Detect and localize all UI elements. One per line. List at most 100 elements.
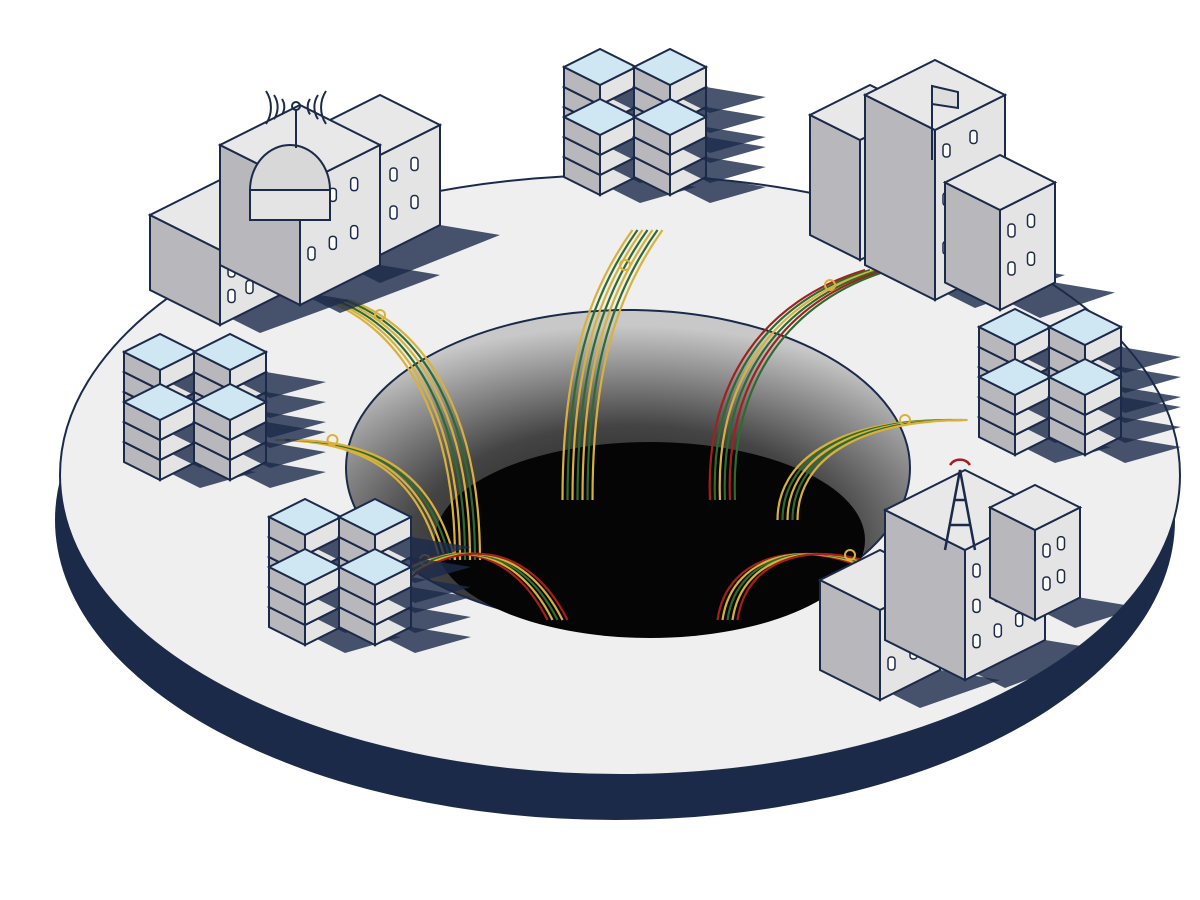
top-face	[191, 382, 269, 422]
data-packet-icon	[824, 279, 836, 291]
flow-line	[723, 268, 881, 501]
flow-line	[796, 418, 968, 521]
window	[410, 156, 419, 172]
flow-line	[324, 298, 457, 561]
capitol-building-with-antenna	[147, 90, 500, 333]
data-packet-icon	[619, 259, 631, 271]
window	[972, 598, 981, 614]
flow-line	[586, 229, 659, 501]
server-unit	[191, 382, 326, 448]
data-packet-icon	[844, 549, 856, 561]
radio-signal-icon	[948, 458, 972, 466]
signal-wave-icon	[281, 98, 286, 115]
flow-line	[349, 298, 482, 561]
window	[972, 563, 981, 578]
structures	[121, 47, 1181, 708]
shadow	[234, 422, 326, 448]
server-unit	[631, 47, 766, 113]
flow-capitol	[324, 298, 482, 561]
flow-line	[289, 438, 457, 561]
data-packet-icon	[374, 309, 386, 321]
shadow	[1089, 397, 1181, 423]
flow-line	[576, 229, 649, 501]
server-stack	[336, 547, 471, 653]
data-packet-icon	[899, 414, 911, 426]
server-stack	[191, 382, 326, 488]
window	[389, 167, 398, 182]
flow-line	[728, 268, 886, 501]
top-face	[1046, 307, 1124, 347]
data-packet-icon	[326, 434, 339, 446]
window	[1042, 543, 1051, 558]
shadow	[379, 607, 471, 633]
flow-line	[561, 229, 634, 501]
window	[1026, 213, 1036, 228]
top-face	[976, 357, 1054, 397]
flow-government	[708, 268, 891, 501]
shadow	[1089, 437, 1181, 463]
server-unit	[336, 497, 471, 563]
window	[245, 279, 254, 295]
server-cluster-bottom-left	[266, 497, 471, 653]
server-cluster-left	[121, 332, 326, 488]
shadow	[674, 87, 766, 113]
top-face	[336, 547, 414, 587]
window	[389, 205, 398, 220]
signal-wave-icon	[265, 90, 272, 125]
top-face	[561, 47, 639, 87]
top-face	[121, 382, 199, 422]
window	[942, 143, 951, 158]
server-stack	[1046, 357, 1181, 463]
top-face	[561, 97, 639, 137]
window	[1056, 536, 1066, 551]
flow-servers-top	[561, 229, 664, 501]
flow-line	[716, 552, 868, 621]
flow-line	[713, 268, 871, 501]
block-right	[942, 153, 1115, 318]
dome	[248, 144, 332, 191]
signal-wave-icon	[320, 90, 327, 125]
signal-wave-icon	[313, 94, 319, 120]
dome-drum	[249, 189, 331, 221]
window	[972, 633, 981, 649]
shadow	[674, 157, 766, 183]
shadow	[1089, 417, 1181, 443]
window	[349, 224, 359, 240]
top-face	[266, 497, 344, 537]
flow-line	[726, 552, 878, 621]
shadow	[379, 587, 471, 613]
shadow	[234, 462, 326, 488]
radio-tower-icon	[943, 469, 977, 551]
shadow	[234, 442, 326, 468]
top-face	[987, 483, 1083, 532]
flow-servers-right	[776, 414, 968, 521]
server-cluster-right	[976, 307, 1181, 463]
server-unit	[1046, 357, 1181, 423]
server-stack	[631, 97, 766, 203]
top-face	[942, 153, 1058, 212]
signal-wave-icon	[273, 94, 279, 120]
shadow	[379, 627, 471, 653]
window	[1007, 261, 1016, 276]
server-unit	[191, 332, 326, 398]
flow-line	[339, 298, 472, 561]
window	[307, 246, 316, 261]
flow-line	[571, 229, 644, 501]
top-face	[1046, 357, 1124, 397]
window	[969, 129, 978, 145]
top-face	[191, 332, 269, 372]
antenna-tip	[291, 101, 301, 111]
flow-line	[718, 268, 876, 501]
shadow	[234, 372, 326, 398]
flow-servers-left	[274, 434, 457, 561]
window	[349, 176, 359, 192]
data-flows	[274, 229, 968, 621]
window	[993, 623, 1003, 638]
shadow	[674, 137, 766, 163]
flow-line	[591, 229, 664, 501]
top-face	[121, 332, 199, 372]
block-right	[987, 483, 1140, 628]
server-unit	[336, 547, 471, 613]
shadow	[379, 537, 471, 563]
top-face	[266, 547, 344, 587]
